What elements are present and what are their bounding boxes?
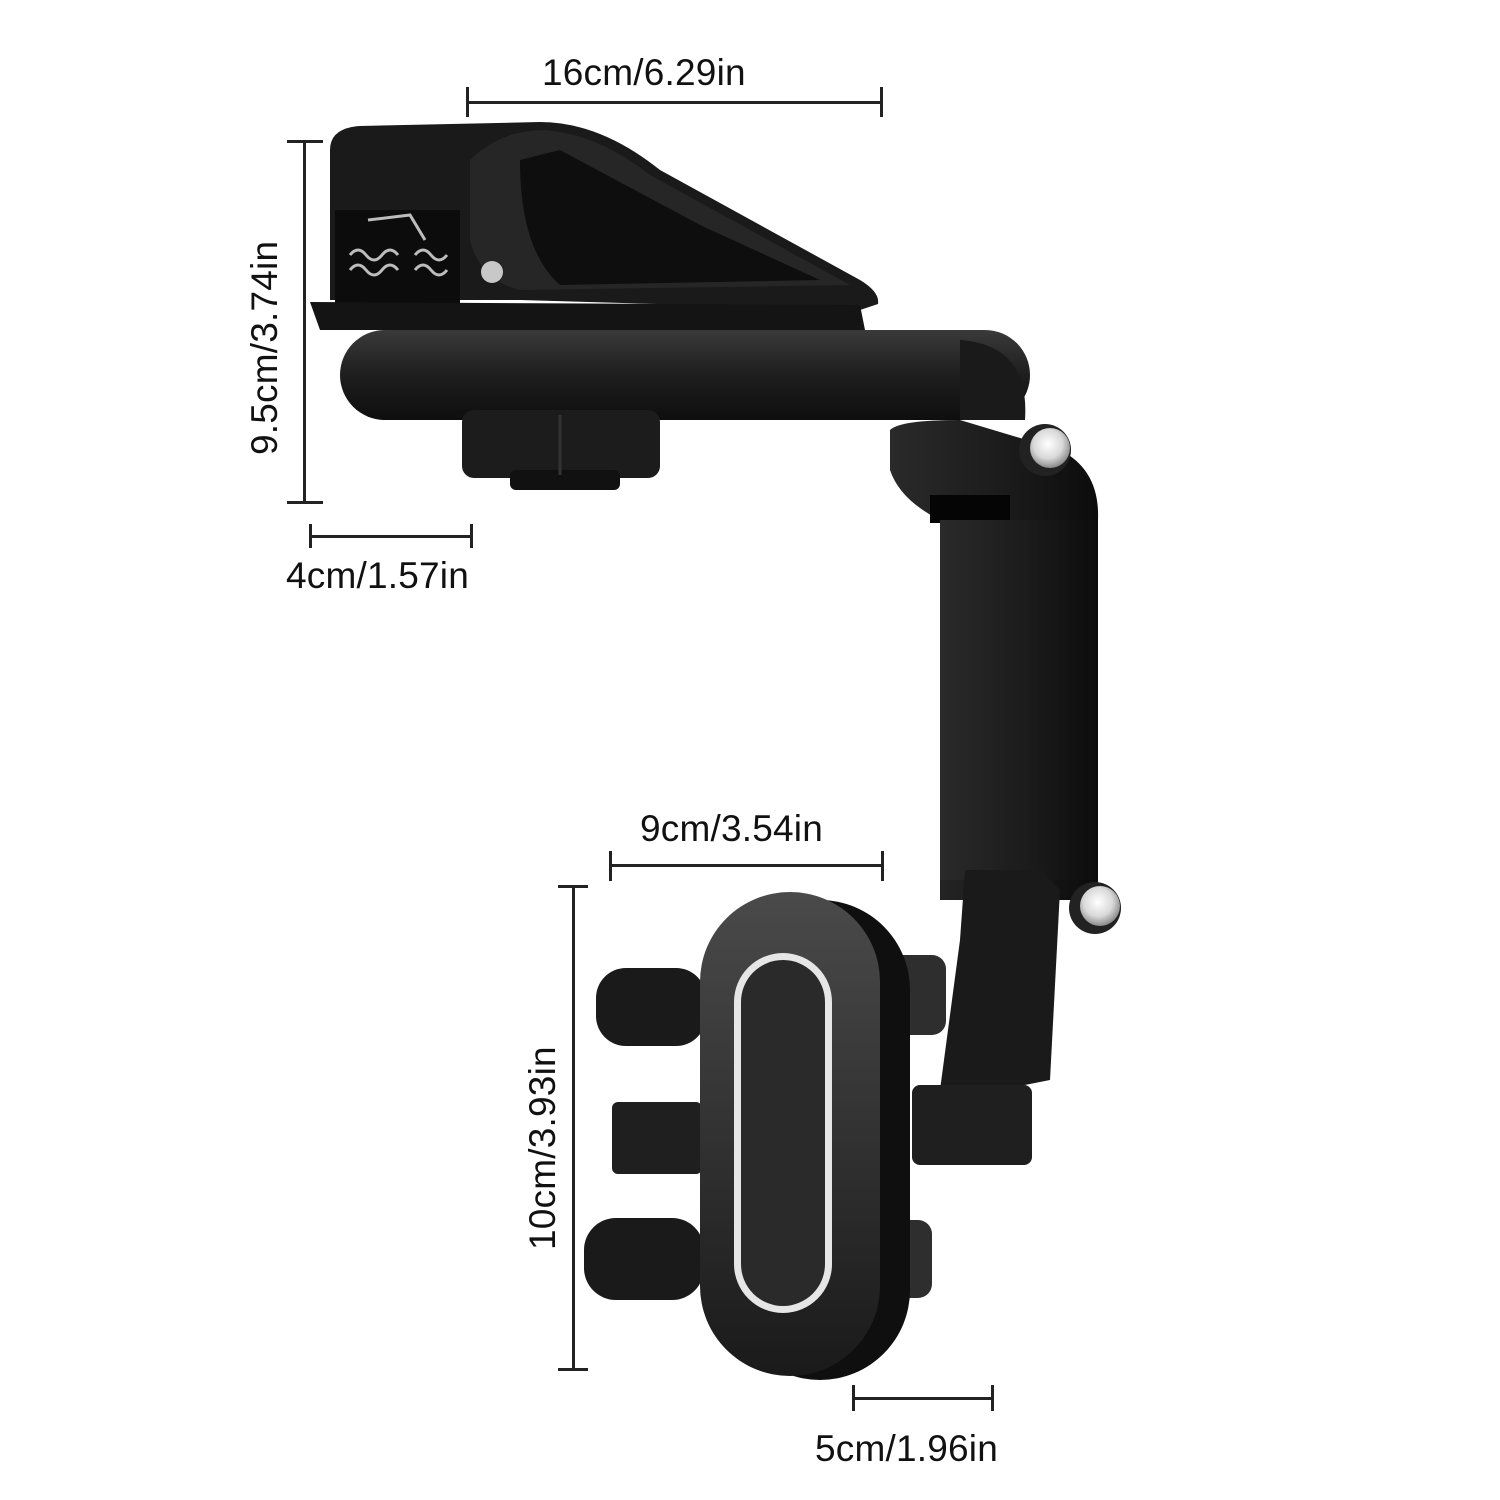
- dimension-line: [611, 864, 883, 867]
- dimension-cap: [880, 87, 883, 117]
- dimension-label: 9cm/3.54in: [640, 808, 823, 849]
- dimension-line: [468, 101, 882, 104]
- dimension-cap: [852, 1385, 855, 1411]
- dimension-cap: [558, 885, 588, 888]
- dimension-cap: [309, 524, 312, 548]
- pivot-pin-icon: [481, 261, 503, 283]
- dimension-label: 4cm/1.57in: [286, 555, 469, 596]
- dimension-cap: [609, 851, 612, 881]
- vertical-arm: [940, 520, 1098, 880]
- dimension-line: [310, 535, 472, 538]
- dimension-cap: [881, 851, 884, 881]
- grip-arm-bottom-left: [584, 1218, 704, 1300]
- visor-clip: [310, 122, 879, 330]
- dimension-line: [572, 886, 575, 1370]
- dimension-label: 9.5cm/3.74in: [244, 240, 285, 455]
- adjust-knob-icon: [1080, 886, 1120, 926]
- dimension-line: [303, 141, 306, 502]
- phone-cradle: [584, 892, 946, 1380]
- dimension-label: 10cm/3.93in: [522, 1046, 563, 1250]
- dimension-cap: [991, 1385, 994, 1411]
- grip-arm-middle-left: [612, 1102, 702, 1174]
- dimension-cap: [558, 1368, 588, 1371]
- dimension-cap: [470, 524, 473, 548]
- spring-icon: [348, 213, 449, 277]
- grip-arm-top-left: [596, 968, 706, 1046]
- dimension-line: [853, 1397, 992, 1400]
- dimension-label: 5cm/1.96in: [815, 1428, 998, 1469]
- dimension-cap: [287, 501, 323, 504]
- horizontal-arm: [340, 330, 1030, 420]
- mount-knob: [462, 410, 660, 490]
- dimension-label: 16cm/6.29in: [542, 52, 746, 93]
- dimension-cap: [287, 140, 323, 143]
- adjust-knob-icon: [1030, 428, 1070, 468]
- dimension-cap: [466, 87, 469, 117]
- lower-joint: [912, 870, 1121, 1165]
